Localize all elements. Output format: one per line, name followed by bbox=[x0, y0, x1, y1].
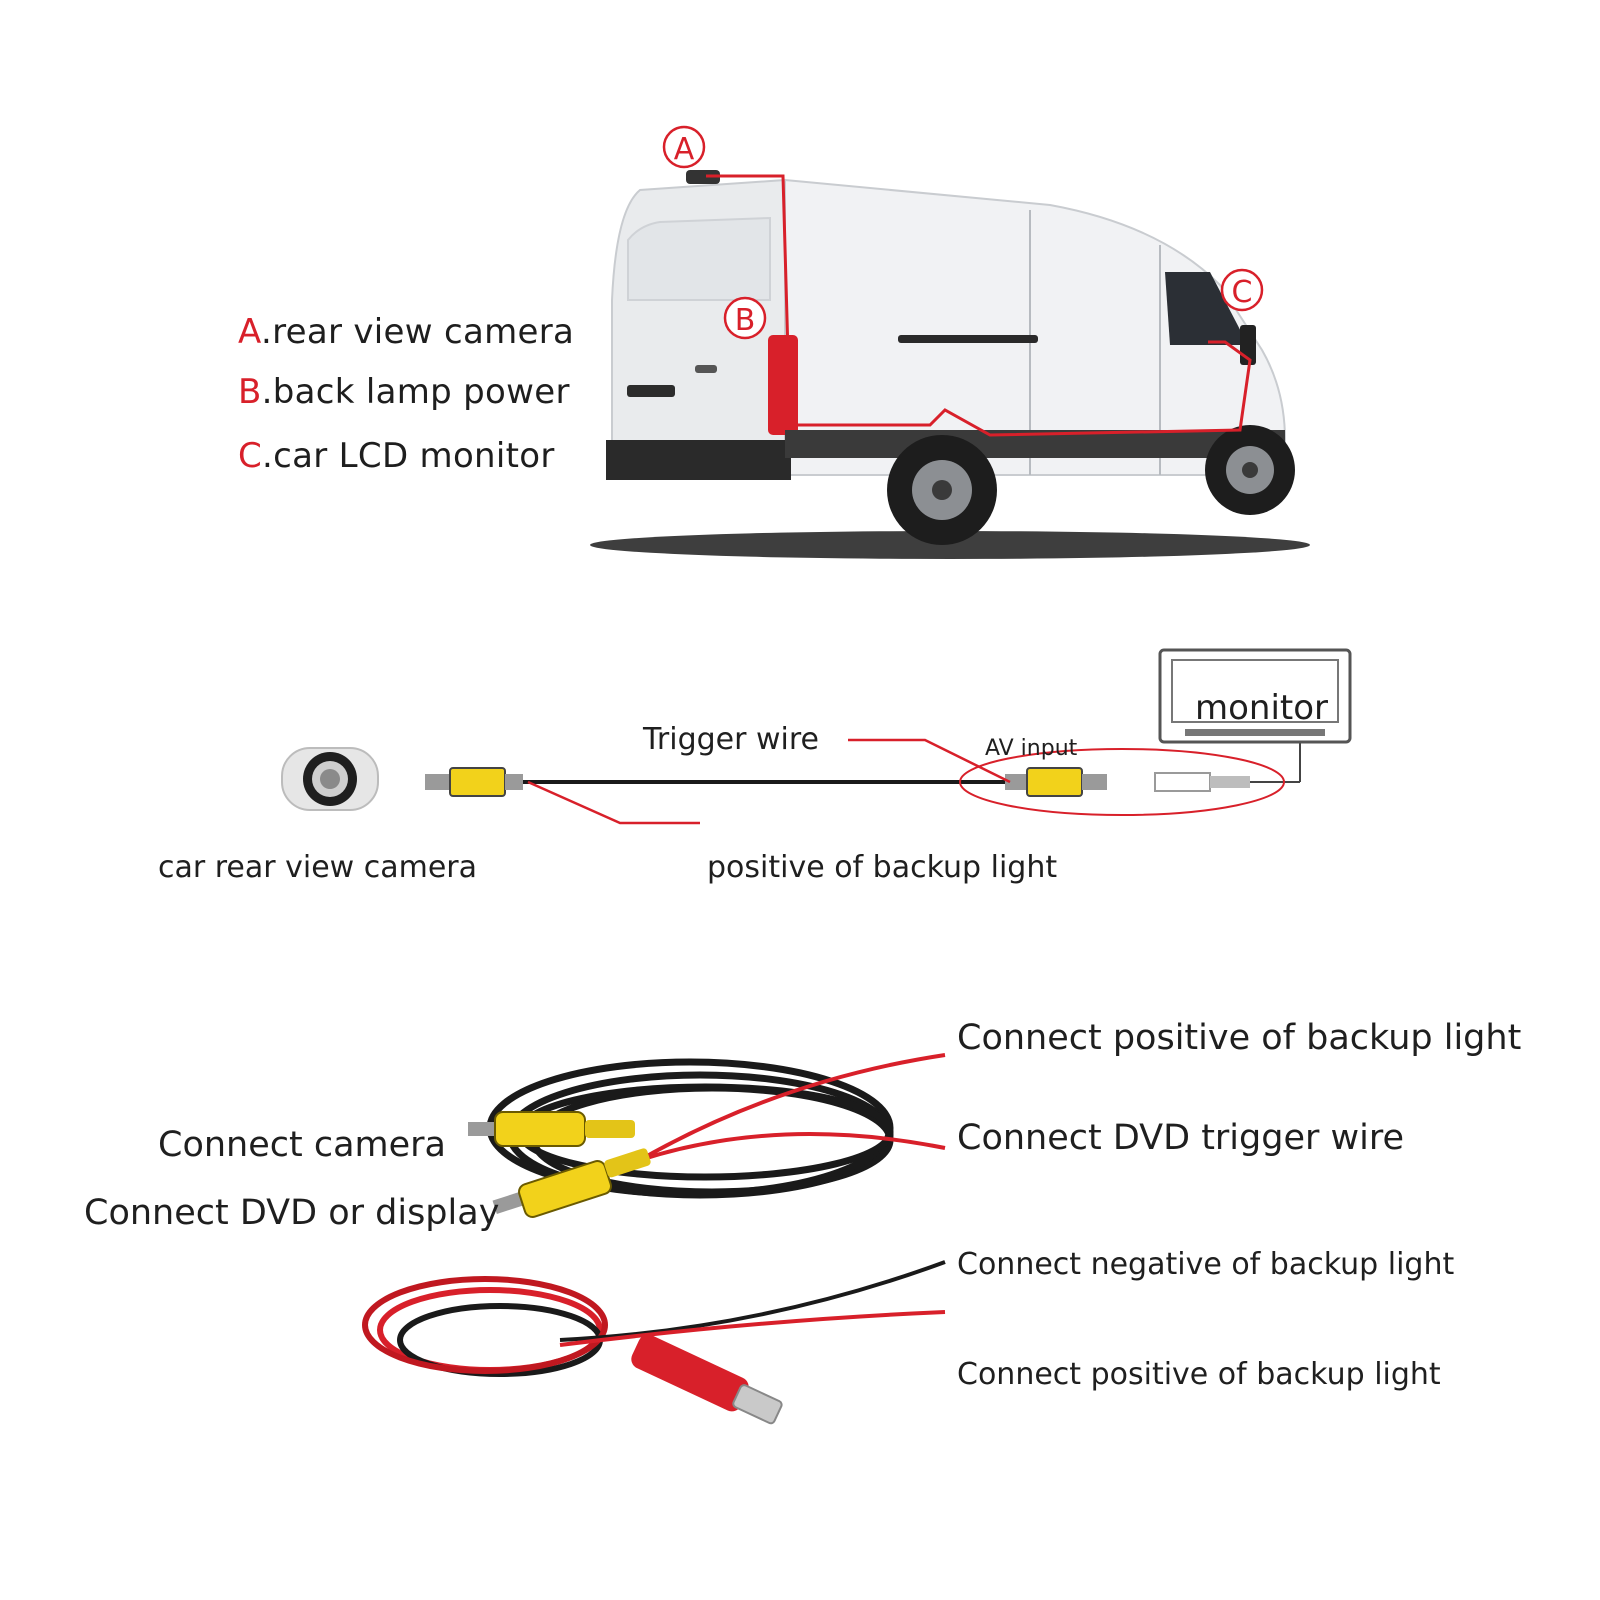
red-lead-trigger bbox=[639, 1132, 946, 1162]
trigger-wire-leader bbox=[848, 738, 1011, 784]
power-cable-coil bbox=[362, 1276, 608, 1377]
legend-text: .back lamp power bbox=[261, 372, 570, 412]
backup-positive-label: positive of backup light bbox=[707, 850, 1058, 885]
cable-illustration bbox=[362, 1053, 946, 1425]
connect-dvd-display-label: Connect DVD or display bbox=[84, 1193, 500, 1233]
legend-text: .car LCD monitor bbox=[262, 436, 555, 476]
wiring-diagram bbox=[281, 648, 1352, 825]
van-shadow bbox=[590, 531, 1310, 559]
yellow-rca-camera bbox=[468, 1111, 635, 1147]
dc-power-plug bbox=[631, 1334, 783, 1425]
legend-item-a: A.rear view camera bbox=[238, 312, 574, 352]
backup-light-leader bbox=[527, 780, 700, 825]
wiring-route bbox=[706, 174, 1252, 437]
legend-text: .rear view camera bbox=[260, 312, 575, 352]
av-input-highlight bbox=[959, 748, 1285, 816]
black-lead bbox=[559, 1260, 946, 1342]
rca-connector-left bbox=[425, 767, 523, 797]
camera-label: car rear view camera bbox=[158, 850, 478, 885]
legend-letter: B bbox=[238, 372, 262, 412]
connect-negative-label: Connect negative of backup light bbox=[957, 1247, 1455, 1282]
svg-text:B: B bbox=[735, 303, 756, 338]
connect-dvd-trigger-label: Connect DVD trigger wire bbox=[957, 1118, 1405, 1158]
legend-letter: A bbox=[238, 312, 261, 352]
van-window bbox=[1165, 272, 1248, 345]
legend-item-c: C.car LCD monitor bbox=[238, 436, 555, 476]
marker-c: C bbox=[1220, 268, 1264, 312]
red-lead-bottom bbox=[559, 1310, 946, 1347]
svg-text:A: A bbox=[674, 132, 695, 167]
marker-a: A bbox=[662, 125, 706, 169]
rear-bumper bbox=[606, 440, 791, 480]
rear-wheel bbox=[887, 435, 997, 545]
yellow-rca-display bbox=[492, 1148, 651, 1218]
marker-b: B bbox=[723, 296, 767, 340]
trigger-wire-label: Trigger wire bbox=[643, 722, 820, 757]
av-input-label: AV input bbox=[985, 736, 1078, 761]
connect-camera-label: Connect camera bbox=[158, 1125, 446, 1165]
monitor-icon bbox=[1158, 648, 1352, 744]
connect-positive-bottom-label: Connect positive of backup light bbox=[957, 1357, 1441, 1392]
front-wheel bbox=[1205, 425, 1295, 515]
legend-item-b: B.back lamp power bbox=[238, 372, 570, 412]
rca-connector-right bbox=[1005, 767, 1107, 797]
svg-text:C: C bbox=[1232, 275, 1253, 310]
camera-icon bbox=[281, 747, 379, 811]
legend-letter: C bbox=[238, 436, 263, 476]
tail-lamp bbox=[768, 335, 798, 435]
monitor-label: monitor bbox=[1195, 688, 1329, 728]
roof-camera bbox=[686, 170, 720, 184]
connect-positive-top-label: Connect positive of backup light bbox=[957, 1018, 1522, 1058]
van-illustration: A B C bbox=[590, 125, 1310, 559]
red-lead-top bbox=[639, 1053, 946, 1162]
monitor-plug bbox=[1154, 740, 1301, 792]
